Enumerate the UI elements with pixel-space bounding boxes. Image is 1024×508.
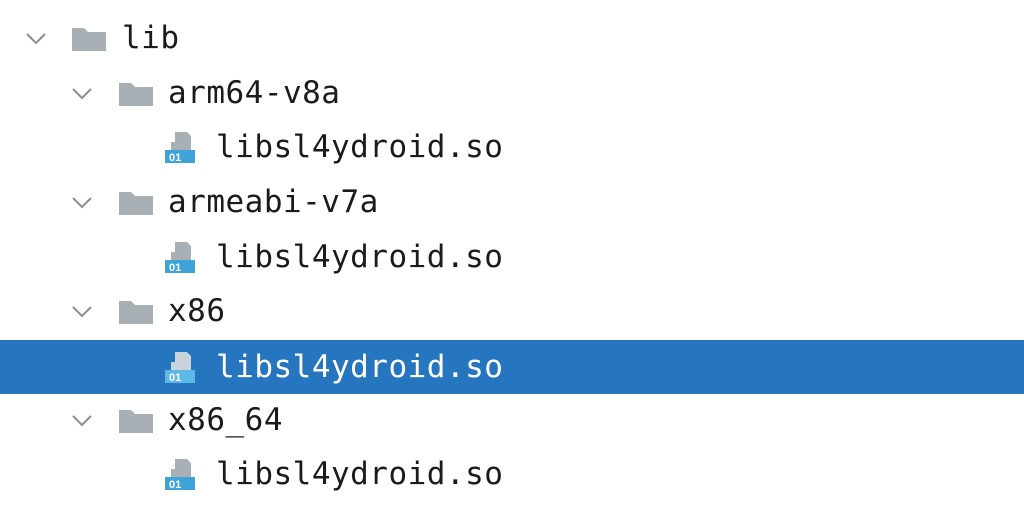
binary-file-icon: 01 [163,130,201,164]
tree-node-label: libsl4ydroid.so [216,349,504,385]
folder-icon [70,25,108,53]
tree-row-file-selected[interactable]: 01 libsl4ydroid.so [0,340,1024,394]
tree-row-lib[interactable]: lib [0,11,1024,65]
svg-text:01: 01 [169,479,181,491]
tree-node-label: libsl4ydroid.so [216,129,504,165]
tree-row-file[interactable]: 01 libsl4ydroid.so [0,120,1024,174]
tree-row-file[interactable]: 01 libsl4ydroid.so [0,447,1024,501]
tree-row-file[interactable]: 01 libsl4ydroid.so [0,230,1024,284]
tree-row-x86[interactable]: x86 [0,284,1024,338]
chevron-down-icon[interactable] [68,297,96,325]
svg-text:01: 01 [169,152,181,164]
binary-file-icon: 01 [163,240,201,274]
svg-text:01: 01 [169,372,181,384]
binary-file-icon: 01 [163,350,201,384]
binary-file-icon: 01 [163,457,201,491]
tree-row-armeabi-v7a[interactable]: armeabi-v7a [0,175,1024,229]
svg-text:01: 01 [169,262,181,274]
tree-node-label: armeabi-v7a [168,184,379,220]
chevron-down-icon[interactable] [68,188,96,216]
folder-icon [117,298,155,326]
tree-node-label: libsl4ydroid.so [216,456,504,492]
tree-node-label: libsl4ydroid.so [216,239,504,275]
tree-row-arm64-v8a[interactable]: arm64-v8a [0,66,1024,120]
tree-node-label: lib [122,20,180,56]
chevron-down-icon[interactable] [68,406,96,434]
folder-icon [117,189,155,217]
folder-icon [117,407,155,435]
tree-node-label: arm64-v8a [168,75,341,111]
folder-icon [117,80,155,108]
chevron-down-icon[interactable] [22,24,50,52]
tree-row-x86_64[interactable]: x86_64 [0,393,1024,447]
tree-node-label: x86_64 [168,402,283,438]
tree-node-label: x86 [168,293,226,329]
chevron-down-icon[interactable] [68,79,96,107]
